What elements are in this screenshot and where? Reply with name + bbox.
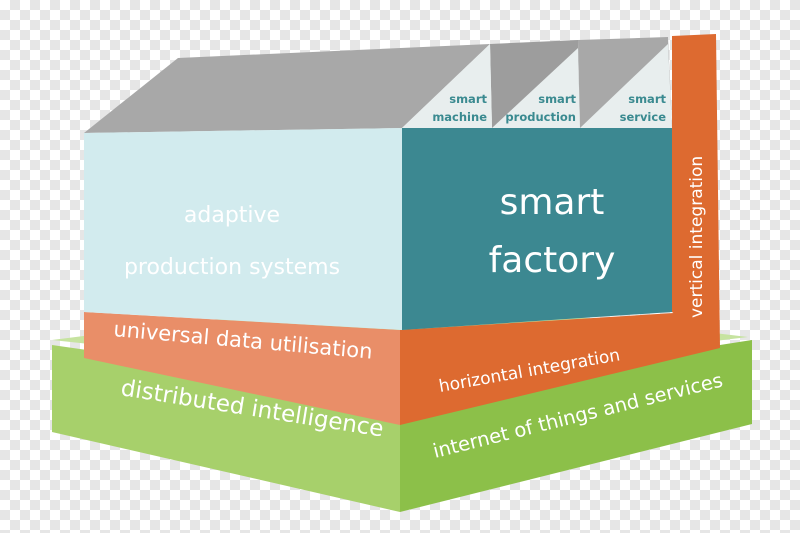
adaptive-label-line1: adaptive bbox=[184, 203, 280, 228]
orange-layer-left-face bbox=[84, 312, 400, 425]
adaptive-label-line2: production systems bbox=[124, 255, 340, 280]
vertical-integration-column: vertical integration bbox=[672, 34, 720, 348]
gable-smart-service-line1: smart bbox=[628, 92, 666, 106]
gable-smart-production bbox=[492, 48, 580, 128]
front-wall bbox=[402, 128, 672, 330]
vertical-integration-label: vertical integration bbox=[687, 156, 707, 318]
vertical-column bbox=[672, 34, 720, 348]
gable-smart-machine bbox=[402, 44, 492, 128]
smart-factory-line2: factory bbox=[489, 240, 616, 281]
gable-smart-machine-line1: smart bbox=[449, 92, 487, 106]
smart-factory-wall: smart factory bbox=[402, 128, 672, 330]
orange-layer-right-face bbox=[400, 312, 720, 425]
gable-smart-production-line1: smart bbox=[538, 92, 576, 106]
roof-group: smart machine smart production smart ser… bbox=[84, 37, 672, 133]
gable-smart-production-line2: production bbox=[505, 110, 576, 124]
left-wall bbox=[84, 128, 402, 330]
orange-layer: universal data utilisation horizontal in… bbox=[84, 312, 720, 425]
gable-smart-machine-line2: machine bbox=[432, 110, 487, 124]
main-roof bbox=[84, 44, 490, 133]
adaptive-production-wall: adaptive production systems bbox=[84, 128, 402, 330]
gable-smart-service-line2: service bbox=[620, 110, 667, 124]
gable-smart-service bbox=[580, 44, 672, 128]
smart-factory-line1: smart bbox=[500, 182, 605, 223]
